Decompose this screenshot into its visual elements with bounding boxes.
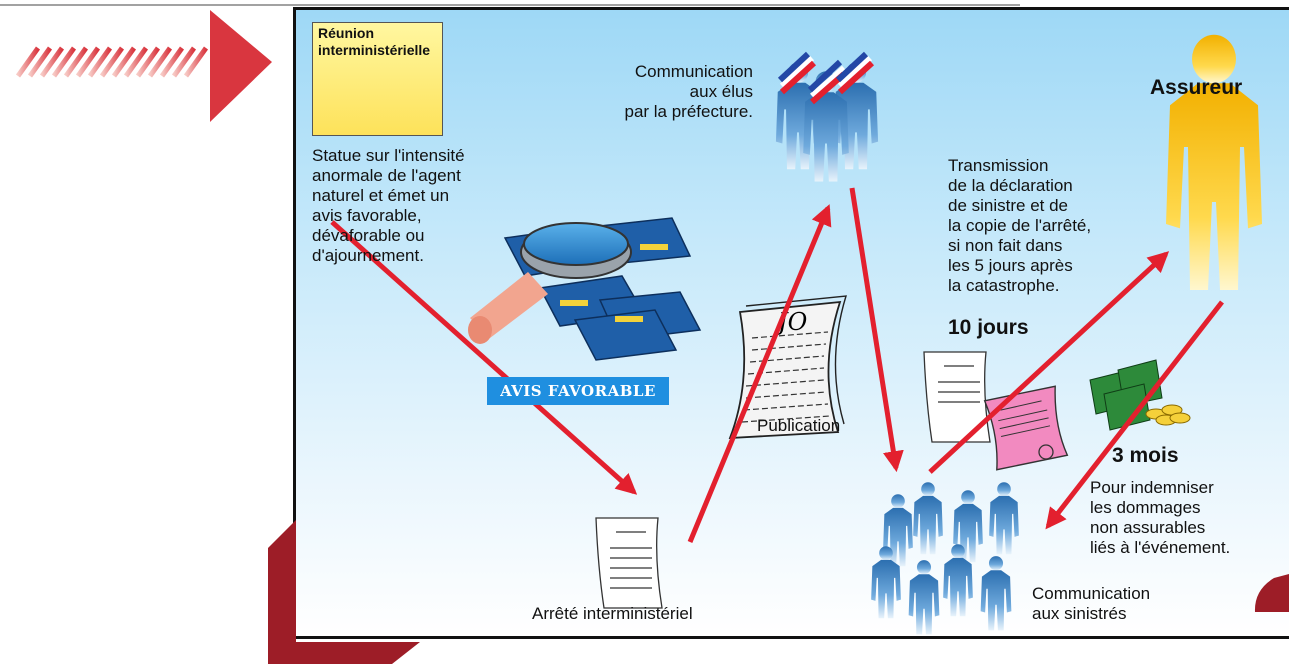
meeting-title: Réunion interministérielle xyxy=(318,25,431,58)
victims-group-icon xyxy=(871,482,1019,635)
arrow-victims-to-insurer xyxy=(928,251,1170,474)
arrow-arrete-to-officials xyxy=(687,204,832,543)
magnifier-icon xyxy=(468,222,632,344)
corner-block xyxy=(268,520,420,664)
insurer-figure-icon xyxy=(1166,34,1262,291)
label-assureur: Assureur xyxy=(1150,76,1243,99)
label-transmission: Transmission de la déclaration de sinist… xyxy=(948,156,1092,295)
money-icon xyxy=(1089,359,1191,431)
meeting-card xyxy=(312,22,443,136)
flow-arrows xyxy=(330,187,1224,543)
decorative-red-arrow xyxy=(15,10,272,122)
certificate-icon xyxy=(983,385,1069,471)
label-arrete-interministeriel: Arrêté interministériel xyxy=(532,604,693,623)
journal-officiel-icon xyxy=(728,295,847,439)
label-communication-sinistres: Communication aux sinistrés xyxy=(1032,584,1151,623)
declaration-document-icon xyxy=(923,351,991,443)
label-3-mois: 3 mois xyxy=(1112,444,1179,467)
arrow-officials-to-victims xyxy=(849,187,904,473)
arrete-document-icon xyxy=(595,517,663,609)
elected-officials-icon xyxy=(775,51,879,182)
arrow-meeting-to-arrete xyxy=(330,220,638,495)
meeting-description: Statue sur l'intensité anormale de l'age… xyxy=(312,146,465,265)
arrow-insurer-to-victims xyxy=(1045,300,1224,530)
label-indemnisation: Pour indemniser les dommages non assurab… xyxy=(1090,478,1231,557)
avis-favorable-badge: AVIS FAVORABLE xyxy=(487,377,669,405)
label-communication-elus: Communication aux élus par la préfecture… xyxy=(624,62,753,121)
corner-mark xyxy=(1254,574,1289,612)
label-publication: Publication xyxy=(757,416,841,435)
label-10-jours: 10 jours xyxy=(948,316,1029,339)
